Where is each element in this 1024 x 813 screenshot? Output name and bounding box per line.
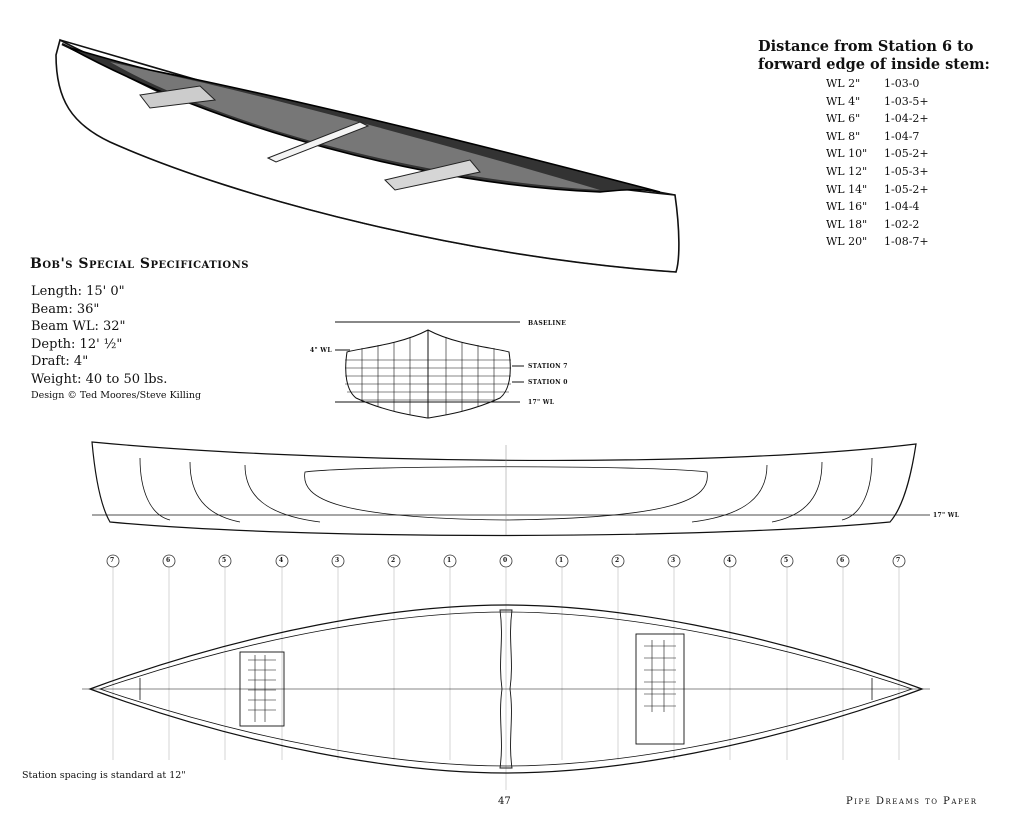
- wl-left-label: 4" WL: [310, 347, 332, 354]
- spec-beam: Beam: 36": [31, 301, 100, 317]
- specs-title: Bob's Special Specifications: [30, 256, 249, 272]
- wl-cell: WL 12": [826, 164, 868, 178]
- wl-cell: WL 18": [826, 217, 868, 231]
- value-cell: 1-05-3+: [884, 164, 929, 178]
- station-label: 0: [503, 557, 508, 564]
- running-head: Pipe Dreams to Paper: [846, 796, 978, 807]
- stem-row: WL 10" 1-05-2+: [826, 145, 929, 163]
- spec-draft: Draft: 4": [31, 354, 89, 369]
- value-cell: 1-04-4: [884, 200, 920, 214]
- stem-table: WL 2" 1-03-0 WL 4" 1-03-5+ WL 6" 1-04-2+ WL…: [826, 75, 929, 251]
- station-label: 5: [784, 557, 789, 564]
- station-markers: [106, 554, 906, 568]
- wl-cell: WL 8": [826, 129, 861, 143]
- station-label: 2: [615, 557, 620, 564]
- page-number: 47: [498, 796, 511, 807]
- stem-heading-line2: forward edge of inside stem:: [758, 56, 990, 73]
- stem-row: WL 12" 1-05-3+: [826, 163, 929, 181]
- stem-row: WL 4" 1-03-5+: [826, 93, 929, 111]
- wl-cell: WL 10": [826, 147, 868, 161]
- station-label: 4: [727, 557, 732, 564]
- spec-beam-wl: Beam WL: 32": [31, 319, 126, 334]
- cross-section-view: [335, 321, 524, 419]
- stem-row: WL 8" 1-04-7: [826, 128, 929, 146]
- station-label: 3: [671, 557, 676, 564]
- value-cell: 1-03-5+: [884, 94, 929, 108]
- spec-length: Length: 15' 0": [31, 284, 125, 299]
- spec-weight: Weight: 40 to 50 lbs.: [31, 371, 168, 387]
- value-cell: 1-03-0: [884, 77, 920, 90]
- stem-heading-line1: Distance from Station 6 to: [758, 38, 974, 55]
- value-cell: 1-02-2: [884, 217, 920, 231]
- baseline-label: BASELINE: [528, 320, 567, 327]
- station-label: 6: [840, 557, 845, 564]
- stem-table-heading: Distance from Station 6 to forward edge …: [758, 38, 998, 74]
- stem-row: WL 6" 1-04-2+: [826, 110, 929, 128]
- specs-list: Length: 15' 0" Beam: 36" Beam WL: 32" De…: [31, 283, 167, 388]
- canoe-perspective-illustration: [55, 38, 680, 273]
- stem-row: WL 20" 1-08-7+: [826, 233, 929, 251]
- stem-row: WL 2" 1-03-0: [826, 75, 929, 93]
- value-cell: 1-04-7: [884, 129, 920, 143]
- wl-cell: WL 14": [826, 182, 868, 196]
- value-cell: 1-04-2+: [884, 112, 929, 126]
- wl-cell: WL 4": [826, 94, 861, 108]
- wl-cell: WL 16": [826, 200, 868, 214]
- wl-right-label: 17" WL: [528, 399, 555, 406]
- station-label: 4: [279, 557, 284, 564]
- station-label: 1: [447, 557, 452, 564]
- value-cell: 1-05-2+: [884, 182, 929, 196]
- station0-label: STATION 0: [528, 379, 568, 386]
- station-label: 7: [896, 557, 901, 564]
- station-label: 5: [222, 557, 227, 564]
- station-label: 6: [166, 557, 171, 564]
- stem-row: WL 14" 1-05-2+: [826, 181, 929, 199]
- station-spacing-note: Station spacing is standard at 12": [22, 770, 186, 781]
- station7-label: STATION 7: [528, 363, 568, 370]
- design-credit: Design © Ted Moores/Steve Killing: [31, 390, 202, 401]
- station-label: 3: [335, 557, 340, 564]
- station-lines: [112, 567, 900, 790]
- stem-row: WL 16" 1-04-4: [826, 198, 929, 216]
- station-label: 7: [110, 557, 115, 564]
- spec-depth: Depth: 12' ½": [31, 336, 123, 352]
- plan-view: [82, 604, 930, 774]
- value-cell: 1-05-2+: [884, 147, 929, 161]
- value-cell: 1-08-7+: [884, 235, 929, 249]
- stem-row: WL 18" 1-02-2: [826, 216, 929, 234]
- profile-wl-label: 17" WL: [933, 512, 960, 519]
- wl-cell: WL 20": [826, 235, 868, 249]
- station-label: 1: [559, 557, 564, 564]
- profile-view: [91, 441, 930, 537]
- station-label: 2: [391, 557, 396, 564]
- wl-cell: WL 2": [826, 77, 861, 90]
- wl-cell: WL 6": [826, 112, 861, 126]
